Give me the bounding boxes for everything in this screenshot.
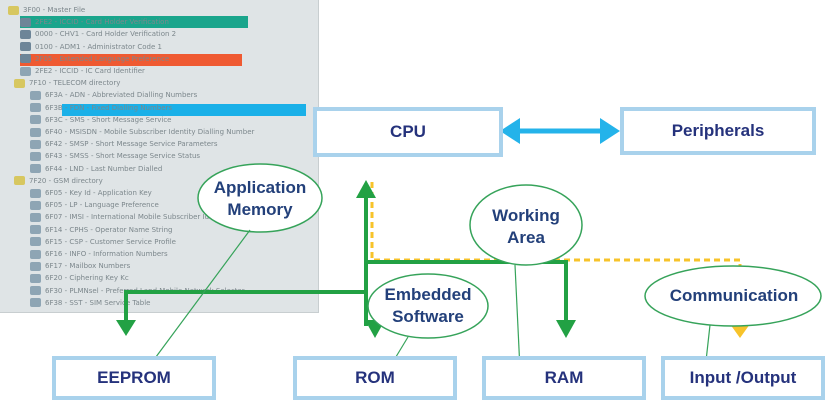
tree-row-label: 6F07 - IMSI - International Mobile Subsc…	[45, 213, 230, 222]
bus-arrow-ram	[556, 320, 576, 338]
card-icon	[20, 54, 31, 64]
callout-working-area-pointer	[514, 264, 521, 371]
tree-row[interactable]: 6F05 - LP - Language Preference	[30, 199, 159, 212]
file-icon	[30, 298, 41, 308]
tree-row[interactable]: 2FE2 - ICCID - IC Card Identifier	[20, 65, 145, 78]
callout-communication	[644, 265, 822, 327]
tree-row-label: 2F05 - Extended Language Preference	[35, 54, 170, 63]
tree-row[interactable]: 0100 - ADM1 - Administrator Code 1	[20, 41, 162, 54]
file-icon	[30, 103, 41, 113]
tree-row-label: 7F20 - GSM directory	[29, 176, 103, 185]
file-icon	[30, 115, 41, 125]
tree-highlight-orange	[20, 54, 242, 66]
cpu-peripherals-link	[500, 118, 620, 144]
file-icon	[30, 164, 41, 174]
file-icon	[30, 225, 41, 235]
peripherals-box: Peripherals	[620, 107, 816, 155]
callout-working-area	[469, 184, 583, 266]
file-icon	[30, 200, 41, 210]
file-icon	[30, 261, 41, 271]
bus-lines	[124, 190, 568, 326]
tree-row[interactable]: 6F16 - INFO - Information Numbers	[30, 248, 168, 261]
callout-embedded-software-label: Embedded Software	[384, 285, 472, 326]
file-icon	[30, 286, 41, 296]
card-icon	[20, 29, 31, 39]
tree-row-label: 6F3C - SMS - Short Message Service	[45, 115, 172, 124]
data-path-arrowhead	[730, 324, 750, 338]
tree-row-label: 2FE2 - ICCID - Card Holder Verification	[35, 18, 169, 27]
tree-row[interactable]: 0000 - CHV1 - Card Holder Verification 2	[20, 28, 176, 41]
tree-row[interactable]: 2F05 - Extended Language Preference	[20, 53, 169, 66]
tree-row[interactable]: 6F40 - MSISDN - Mobile Subscriber Identi…	[30, 126, 254, 139]
tree-row[interactable]: 7F10 - TELECOM directory	[14, 77, 120, 90]
input-output-box: Input /Output	[661, 356, 825, 400]
file-icon	[30, 212, 41, 222]
tree-row-label: 0000 - CHV1 - Card Holder Verification 2	[35, 30, 177, 39]
tree-row[interactable]: 6F3B - FDN - Fixed Dialling Numbers	[30, 102, 172, 115]
tree-row[interactable]: 2FE2 - ICCID - Card Holder Verification	[20, 16, 169, 29]
tree-row-label: 6F44 - LND - Last Number Dialled	[45, 164, 163, 173]
file-icon	[30, 139, 41, 149]
tree-row[interactable]: 6F3A - ADN - Abbreviated Dialling Number…	[30, 89, 197, 102]
tree-row-label: 7F10 - TELECOM directory	[29, 79, 121, 88]
card-icon	[20, 17, 31, 27]
bus-arrow-eeprom	[116, 320, 136, 336]
tree-row-label: 0100 - ADM1 - Administrator Code 1	[35, 42, 162, 51]
rom-box: ROM	[293, 356, 457, 400]
bus-arrow-up	[356, 180, 376, 198]
cpu-box: CPU	[313, 107, 503, 157]
file-icon	[30, 127, 41, 137]
folder-icon	[8, 5, 19, 15]
file-icon	[30, 273, 41, 283]
eeprom-box: EEPROM	[52, 356, 216, 400]
tree-row-label: 6F05 - LP - Language Preference	[45, 201, 159, 210]
tree-row-label: 6F38 - SST - SIM Service Table	[45, 298, 151, 307]
tree-row-label: 6F40 - MSISDN - Mobile Subscriber Identi…	[45, 128, 255, 136]
tree-row-label: 6F20 - Ciphering Key Kc	[45, 274, 129, 283]
tree-row[interactable]: 7F20 - GSM directory	[14, 175, 103, 188]
folder-icon	[14, 176, 25, 186]
file-icon	[30, 151, 41, 161]
tree-row[interactable]: 6F44 - LND - Last Number Dialled	[30, 163, 162, 176]
tree-row-label: 6F14 - CPHS - Operator Name String	[45, 225, 173, 234]
card-icon	[20, 42, 31, 52]
tree-row[interactable]: 6F3C - SMS - Short Message Service	[30, 114, 172, 127]
tree-row-label: 3F00 - Master File	[23, 6, 86, 14]
ram-box: RAM	[482, 356, 646, 400]
tree-row-label: 6F16 - INFO - Information Numbers	[45, 250, 168, 258]
tree-row-label: 6F3B - FDN - Fixed Dialling Numbers	[45, 103, 173, 112]
tree-highlight-teal	[20, 16, 248, 28]
callout-embedded-software	[367, 273, 489, 339]
tree-row[interactable]: 6F15 - CSP - Customer Service Profile	[30, 236, 176, 249]
callout-working-area-label: Working Area	[492, 206, 560, 247]
file-icon	[30, 249, 41, 259]
tree-row[interactable]: 6F43 - SMSS - Short Message Service Stat…	[30, 150, 200, 163]
folder-icon	[14, 78, 25, 88]
tree-row[interactable]: 6F05 - Key Id - Application Key	[30, 187, 152, 200]
tree-row-label: 6F3A - ADN - Abbreviated Dialling Number…	[45, 91, 198, 100]
file-icon	[30, 90, 41, 100]
file-icon	[20, 66, 31, 76]
tree-row[interactable]: 3F00 - Master File	[8, 4, 85, 17]
tree-row[interactable]: 6F38 - SST - SIM Service Table	[30, 297, 150, 310]
tree-row[interactable]: 6F20 - Ciphering Key Kc	[30, 272, 129, 285]
callout-app-memory	[197, 163, 323, 233]
callout-communication-label: Communication	[669, 286, 799, 305]
tree-highlight-blue	[62, 104, 306, 116]
tree-row-label: 6F05 - Key Id - Application Key	[45, 189, 152, 197]
callout-app-memory-label: Application Memory	[213, 178, 307, 219]
callout-app-memory-pointer	[149, 229, 251, 366]
tree-row-label: 6F15 - CSP - Customer Service Profile	[45, 237, 176, 246]
tree-row-label: 6F17 - Mailbox Numbers	[45, 262, 131, 271]
tree-row[interactable]: 6F07 - IMSI - International Mobile Subsc…	[30, 211, 229, 224]
tree-row[interactable]: 6F14 - CPHS - Operator Name String	[30, 224, 172, 237]
tree-row[interactable]: 6F17 - Mailbox Numbers	[30, 260, 130, 273]
tree-row[interactable]: 6F42 - SMSP - Short Message Service Para…	[30, 138, 218, 151]
tree-row-label: 2FE2 - ICCID - IC Card Identifier	[35, 67, 145, 75]
file-icon	[30, 237, 41, 247]
tree-row-label: 6F43 - SMSS - Short Message Service Stat…	[45, 152, 201, 161]
tree-row-label: 6F42 - SMSP - Short Message Service Para…	[45, 140, 218, 149]
file-icon	[30, 188, 41, 198]
